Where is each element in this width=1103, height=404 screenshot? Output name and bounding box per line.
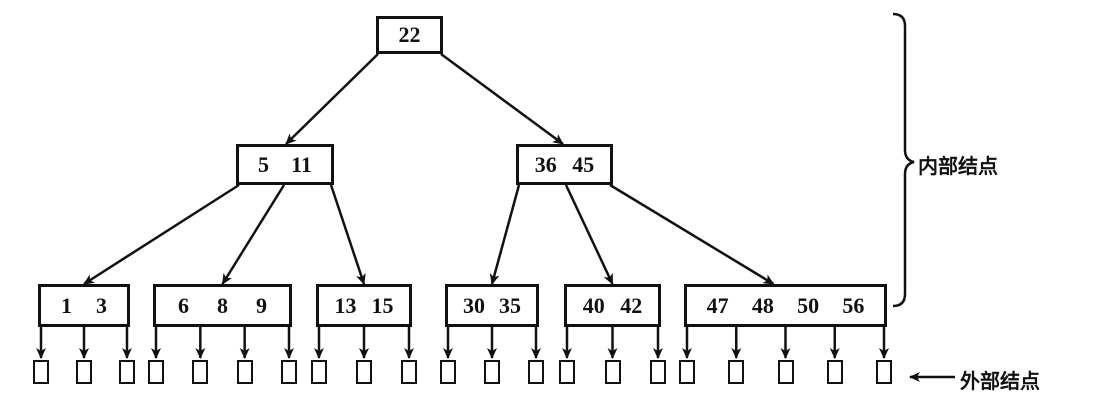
edge-root-to-left <box>285 53 379 145</box>
node-key: 22 <box>398 22 421 47</box>
external-node <box>76 360 92 384</box>
external-node <box>281 360 297 384</box>
leaf-node-leaf-30-35: 30 35 <box>445 284 539 327</box>
node-key: 9 <box>256 292 267 318</box>
external-node <box>484 360 500 384</box>
node-key: 47 <box>706 292 729 318</box>
leaf-node-leaf-40-42: 40 42 <box>564 284 661 327</box>
node-key: 5 <box>258 151 270 177</box>
external-node <box>148 360 164 384</box>
internal-nodes-label: 内部结点 <box>918 154 998 178</box>
external-node <box>559 360 575 384</box>
node-key: 50 <box>797 292 820 318</box>
external-node <box>311 360 327 384</box>
edge-internal-to-leaf <box>83 183 240 286</box>
external-node <box>119 360 135 384</box>
external-node <box>650 360 666 384</box>
internal-nodes-brace <box>892 12 915 308</box>
root-node: 22 <box>376 16 443 54</box>
node-key: 56 <box>842 292 865 318</box>
node-key: 3 <box>96 292 107 318</box>
edge-internal-to-leaf <box>564 184 614 285</box>
external-node <box>192 360 209 384</box>
external-node <box>356 360 372 384</box>
leaf-node-leaf-47-48-50-56: 47 48 50 56 <box>684 284 887 327</box>
node-key: 15 <box>371 292 394 318</box>
external-node <box>679 360 695 384</box>
leaf-node-leaf-6-8-9: 6 8 9 <box>153 284 292 327</box>
node-key: 30 <box>463 292 485 318</box>
leaf-node-leaf-13-15: 13 15 <box>316 284 412 327</box>
node-key: 13 <box>334 292 357 318</box>
node-key: 6 <box>178 292 189 318</box>
external-node <box>728 360 745 384</box>
external-node <box>876 360 892 384</box>
node-key: 40 <box>582 292 605 318</box>
node-key: 35 <box>499 292 521 318</box>
external-node <box>440 360 456 384</box>
edge-internal-to-leaf <box>221 184 286 285</box>
internal-node-n-36-45: 36 45 <box>516 144 613 185</box>
edge-internal-to-leaf <box>609 183 775 286</box>
node-key: 1 <box>61 292 72 318</box>
external-node <box>826 360 843 384</box>
external-node <box>777 360 794 384</box>
external-node <box>401 360 417 384</box>
external-node <box>528 360 544 384</box>
node-key: 11 <box>291 151 312 177</box>
node-key: 36 <box>534 151 557 177</box>
edge-internal-to-leaf <box>329 184 366 285</box>
edge-root-to-right <box>440 52 564 146</box>
edge-internal-to-leaf <box>489 184 521 285</box>
external-nodes-label: 外部结点 <box>960 369 1040 393</box>
node-key: 48 <box>751 292 774 318</box>
node-key: 45 <box>572 151 595 177</box>
node-key: 8 <box>217 292 228 318</box>
internal-node-n-5-11: 5 11 <box>236 144 334 185</box>
node-key: 42 <box>620 292 643 318</box>
external-node <box>604 360 621 384</box>
external-node <box>33 360 49 384</box>
external-node <box>236 360 253 384</box>
